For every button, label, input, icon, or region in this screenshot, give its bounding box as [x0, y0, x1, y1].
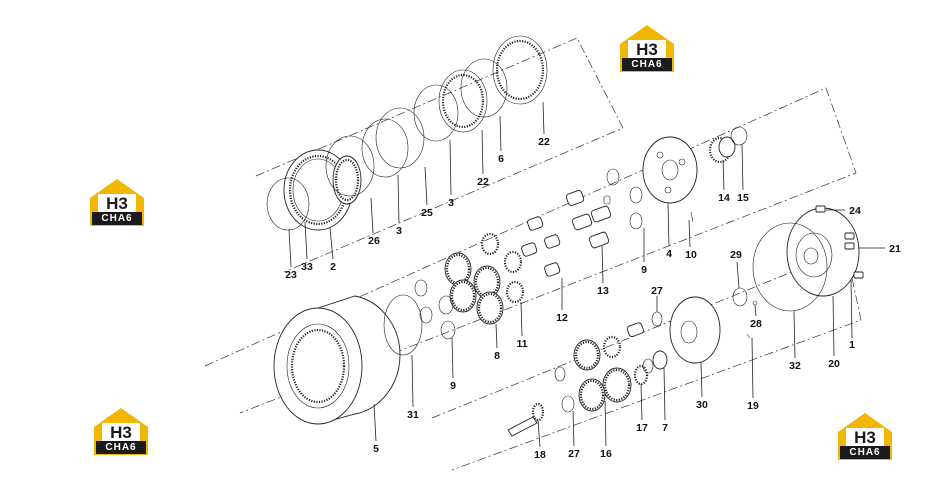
- logo-mark: H3: [110, 423, 132, 442]
- label-1: 1: [849, 339, 855, 351]
- logo-text: CHA6: [101, 213, 133, 224]
- label-30: 30: [696, 399, 708, 411]
- bearing-22a: [438, 69, 488, 133]
- logo-mark: H3: [106, 194, 128, 213]
- label-16: 16: [600, 448, 612, 460]
- label-8: 8: [494, 350, 500, 362]
- house-logo-icon: H3: [94, 408, 148, 455]
- label-9a: 9: [641, 264, 647, 276]
- label-9b: 9: [450, 380, 456, 392]
- label-3a: 3: [396, 225, 402, 237]
- house-logo-icon: H3: [838, 413, 892, 460]
- seal-26: [325, 135, 375, 197]
- house-logo-icon: H3: [90, 179, 144, 226]
- pin-10: [690, 211, 694, 223]
- label-28: 28: [750, 318, 762, 330]
- bearing-22b: [492, 35, 548, 105]
- needle-bearings-11: [480, 232, 525, 304]
- label-5: 5: [373, 443, 379, 455]
- label-19: 19: [747, 400, 759, 412]
- label-14: 14: [718, 192, 730, 204]
- label-31: 31: [407, 409, 419, 421]
- label-27b: 27: [568, 448, 580, 460]
- label-26: 26: [368, 235, 380, 247]
- pins-12-13: [521, 190, 612, 277]
- brand-logo-bottom-left: H3 CHA6: [90, 405, 152, 457]
- label-32: 32: [789, 360, 801, 372]
- label-3b: 3: [448, 197, 454, 209]
- label-20: 20: [828, 358, 840, 370]
- brand-logo-bottom-right: H3 CHA6: [834, 410, 896, 462]
- sun-gear-7: [642, 350, 668, 374]
- logo-text: CHA6: [631, 59, 663, 70]
- label-10: 10: [685, 249, 697, 261]
- label-7: 7: [662, 422, 668, 434]
- label-6: 6: [498, 153, 504, 165]
- planet-gears-8: [444, 252, 504, 325]
- ball-28: [752, 300, 758, 306]
- ring-15: [730, 126, 748, 146]
- logo-text: CHA6: [849, 447, 881, 458]
- washer-27a: [651, 311, 663, 327]
- brand-logo-left: H3 CHA6: [86, 176, 148, 228]
- house-logo-icon: H3: [620, 25, 674, 72]
- pin-30: [626, 322, 644, 338]
- label-29: 29: [730, 249, 742, 261]
- label-22a: 22: [477, 176, 489, 188]
- cover-20: [786, 207, 860, 297]
- ring-25: [375, 107, 425, 169]
- housing-5: [273, 295, 401, 425]
- washers-27b: [554, 366, 575, 413]
- ring-3a: [361, 118, 409, 178]
- ring-3b: [413, 84, 459, 142]
- washers-9a: [606, 168, 643, 230]
- shaft-14: [708, 136, 736, 164]
- label-33: 33: [301, 261, 313, 273]
- needle-bearing-17: [633, 364, 649, 386]
- label-18: 18: [534, 449, 546, 461]
- o-ring-23: [266, 177, 310, 231]
- carrier-4: [642, 136, 698, 204]
- washer-29: [732, 287, 748, 307]
- planet-gears-16: [573, 335, 632, 412]
- label-27a: 27: [651, 285, 663, 297]
- leader-lines: [288, 101, 885, 448]
- seal-31: [383, 294, 423, 356]
- input-shaft-18: [507, 402, 545, 437]
- washers-9b: [414, 279, 456, 340]
- o-ring-32: [752, 222, 828, 312]
- logo-text: CHA6: [105, 442, 137, 453]
- label-25: 25: [421, 207, 433, 219]
- label-22b: 22: [538, 136, 550, 148]
- label-4: 4: [666, 248, 672, 260]
- logo-mark: H3: [636, 40, 658, 59]
- label-11: 11: [516, 338, 527, 350]
- logo-mark: H3: [854, 428, 876, 447]
- label-17: 17: [636, 422, 648, 434]
- carrier-30: [669, 296, 721, 364]
- label-12: 12: [556, 312, 568, 324]
- pin-19: [746, 333, 751, 339]
- label-21: 21: [889, 243, 901, 255]
- label-23: 23: [285, 269, 297, 281]
- brand-logo-top: H3 CHA6: [616, 22, 678, 74]
- label-15: 15: [737, 192, 749, 204]
- ring-6: [460, 58, 508, 118]
- part-labels: 1 2 3 3 4 5 6 7 8 9 9 10 11 12 13 14 15 …: [285, 136, 901, 461]
- label-13: 13: [597, 285, 609, 297]
- label-2: 2: [330, 261, 336, 273]
- bolts-24-21-1: [815, 205, 864, 279]
- hub-2: [283, 149, 362, 231]
- label-24: 24: [849, 205, 861, 217]
